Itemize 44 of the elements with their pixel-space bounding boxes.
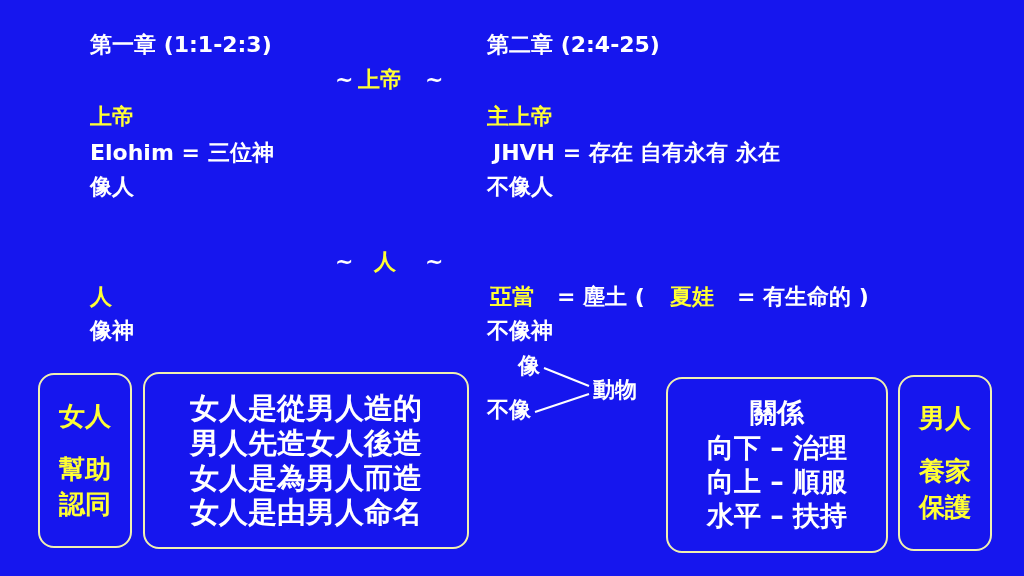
text-label: JHVH = 存在 自有永有 永在 <box>493 140 781 166</box>
text-label: 像神 <box>90 318 134 344</box>
box-text: 向上 – 順服 <box>706 466 848 499</box>
text-label: ~ <box>335 249 354 275</box>
box-text: 認同 <box>59 489 111 521</box>
text-label: 主上帝 <box>487 104 553 130</box>
box-text: 向下 – 治理 <box>706 431 848 464</box>
text-label: 不像人 <box>487 174 553 200</box>
connector-line <box>534 393 590 413</box>
box-text: 男人 <box>919 403 971 435</box>
text-label: 第二章 (2:4-25) <box>487 32 660 58</box>
text-label: Elohim = 三位神 <box>90 140 274 166</box>
text-label: 動物 <box>593 377 637 403</box>
text-label: 上帝 <box>358 67 402 93</box>
box-text: 女人 <box>59 400 111 432</box>
text-label: 人 <box>90 284 112 310</box>
text-label: 不像神 <box>487 318 553 344</box>
rounded-box <box>38 373 132 548</box>
text-label: 像人 <box>90 174 134 200</box>
text-label: 第一章 (1:1-2:3) <box>90 32 272 58</box>
box-text: 女人是為男人而造 <box>190 460 422 496</box>
rounded-box <box>143 372 469 549</box>
box-text: 水平 – 扶持 <box>706 500 848 533</box>
box-text: 女人是從男人造的 <box>190 390 422 426</box>
connector-line <box>543 367 590 387</box>
text-label: 亞當 <box>490 284 534 310</box>
text-label: ~ <box>335 67 354 93</box>
text-label: 上帝 <box>90 104 134 130</box>
box-text: 男人先造女人後造 <box>190 425 422 461</box>
box-text: 幫助 <box>59 453 111 486</box>
box-text: 關係 <box>750 397 804 430</box>
box-text: 保護 <box>919 491 971 523</box>
text-label: 像 <box>518 353 540 379</box>
box-text: 養家 <box>919 456 971 488</box>
text-label: = 有生命的 ) <box>737 284 869 310</box>
text-label: 不像 <box>487 397 531 423</box>
rounded-box <box>666 377 888 553</box>
text-label: = 塵土 ( <box>557 284 645 310</box>
text-label: ~ <box>425 249 444 275</box>
text-label: ~ <box>425 67 444 93</box>
text-label: 人 <box>374 249 396 275</box>
text-label: 夏娃 <box>670 284 714 310</box>
box-text: 女人是由男人命名 <box>190 495 422 531</box>
rounded-box <box>898 375 992 551</box>
